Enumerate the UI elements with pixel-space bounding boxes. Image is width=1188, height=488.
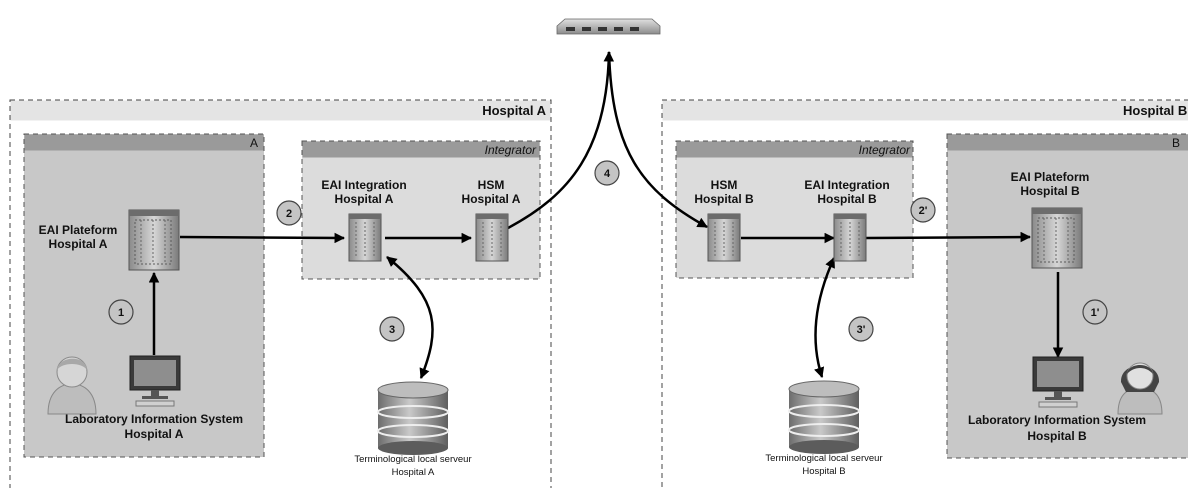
connectors bbox=[148, 50, 1064, 379]
female-user-icon bbox=[1117, 362, 1163, 415]
eai-integration-b-label-line2: Hospital B bbox=[817, 192, 877, 206]
step-1p-label: 1' bbox=[1091, 307, 1100, 319]
integrator-a-box: Integrator EAI Integration Hospital A HS… bbox=[301, 140, 541, 280]
arrow-3-eai-a-db-a bbox=[386, 256, 434, 379]
step-badge-3p: 3' bbox=[848, 316, 874, 342]
hsm-b-label-line1: HSM bbox=[711, 178, 738, 192]
lab-box-a-tag: A bbox=[250, 136, 258, 150]
step-badge-2p: 2' bbox=[910, 197, 936, 223]
arrow-2-platform-a-to-eai-a bbox=[179, 232, 346, 244]
arrow-2p-eai-b-to-platform-b bbox=[865, 231, 1032, 243]
server-icon-hsm-b bbox=[707, 213, 741, 262]
male-user-icon bbox=[47, 356, 97, 415]
server-icon-platform-b bbox=[1031, 207, 1083, 269]
step-badge-4: 4 bbox=[594, 160, 620, 186]
server-icon-eai-b bbox=[833, 213, 867, 262]
hsm-a-label-line1: HSM bbox=[478, 178, 505, 192]
database-icon-a bbox=[377, 381, 449, 455]
arrow-3p-eai-b-db-b bbox=[814, 257, 836, 378]
step-badge-1p: 1' bbox=[1082, 299, 1108, 325]
step-3-label: 3 bbox=[389, 324, 395, 336]
step-3p-label: 3' bbox=[857, 324, 866, 336]
computer-icon-lis-a bbox=[129, 355, 181, 407]
step-badge-3: 3 bbox=[379, 316, 405, 342]
arrow-4-hsm-a-to-router bbox=[507, 50, 615, 230]
step-1-label: 1 bbox=[118, 307, 124, 319]
db-b-label-line2: Hospital B bbox=[802, 466, 845, 477]
lis-b-label-line2: Hospital B bbox=[1027, 429, 1087, 443]
server-icon-eai-a bbox=[348, 213, 382, 262]
hsm-b-label-line2: Hospital B bbox=[694, 192, 754, 206]
eai-integration-b-label-line1: EAI Integration bbox=[804, 178, 889, 192]
lab-box-b-tag: B bbox=[1172, 136, 1180, 150]
step-2-label: 2 bbox=[286, 208, 292, 220]
server-icon-platform-a bbox=[128, 209, 180, 271]
server-icon-hsm-a bbox=[475, 213, 509, 262]
hsm-a-label-line2: Hospital A bbox=[462, 192, 521, 206]
eai-integration-a-label-line2: Hospital A bbox=[335, 192, 394, 206]
platform-a-label-line2: Hospital A bbox=[49, 237, 108, 251]
step-badge-1: 1 bbox=[108, 299, 134, 325]
db-a-label-line2: Hospital A bbox=[392, 467, 435, 478]
database-icon-b bbox=[788, 380, 860, 454]
hospital-b-title: Hospital B bbox=[1123, 103, 1187, 118]
computer-icon-lis-b bbox=[1032, 356, 1084, 408]
hospital-a-title: Hospital A bbox=[482, 103, 546, 118]
integrator-a-title: Integrator bbox=[485, 143, 537, 157]
lis-a-label-line1: Laboratory Information System bbox=[65, 412, 243, 426]
db-a-label-line1: Terminological local serveur bbox=[354, 454, 471, 465]
integrator-b-title: Integrator bbox=[859, 143, 911, 157]
arrow-4-router-to-hsm-b bbox=[607, 51, 708, 229]
router-icon bbox=[556, 18, 661, 35]
db-b-label-line1: Terminological local serveur bbox=[765, 453, 882, 464]
lis-b-label-line1: Laboratory Information System bbox=[968, 413, 1146, 427]
platform-b-label-line1: EAI Plateform bbox=[1011, 170, 1090, 184]
step-2p-label: 2' bbox=[919, 205, 928, 217]
platform-b-label-line2: Hospital B bbox=[1020, 184, 1080, 198]
eai-integration-a-label-line1: EAI Integration bbox=[321, 178, 406, 192]
lis-a-label-line2: Hospital A bbox=[125, 427, 184, 441]
step-badge-2: 2 bbox=[276, 200, 302, 226]
platform-a-label-line1: EAI Plateform bbox=[39, 223, 118, 237]
step-4-label: 4 bbox=[604, 168, 611, 180]
